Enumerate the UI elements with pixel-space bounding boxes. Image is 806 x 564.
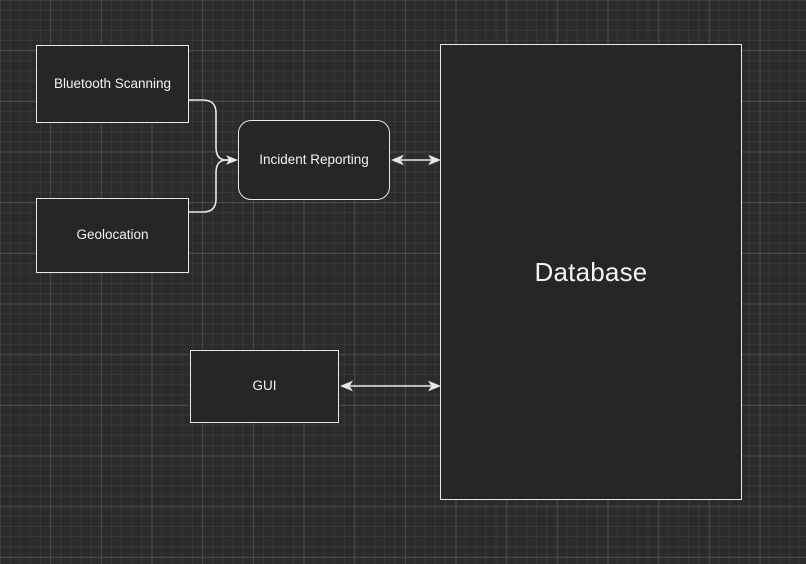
node-database[interactable]: Database [440,44,742,500]
node-gui[interactable]: GUI [190,350,339,423]
node-database-label: Database [534,256,648,287]
node-geolocation[interactable]: Geolocation [36,198,189,273]
arrowhead-into-incident-icon [226,155,238,165]
node-bluetooth-scanning-label: Bluetooth Scanning [53,75,172,91]
node-geolocation-label: Geolocation [76,227,149,243]
arrowhead-gui-left-icon [340,380,353,392]
node-incident-reporting-label: Incident Reporting [259,151,369,167]
edge-geolocation-to-incident [189,159,231,213]
arrowhead-incident-left-icon [391,154,404,166]
edge-bluetooth-to-incident [189,99,231,161]
node-gui-label: GUI [252,378,277,394]
node-incident-reporting[interactable]: Incident Reporting [238,120,390,200]
node-bluetooth-scanning[interactable]: Bluetooth Scanning [36,45,189,123]
